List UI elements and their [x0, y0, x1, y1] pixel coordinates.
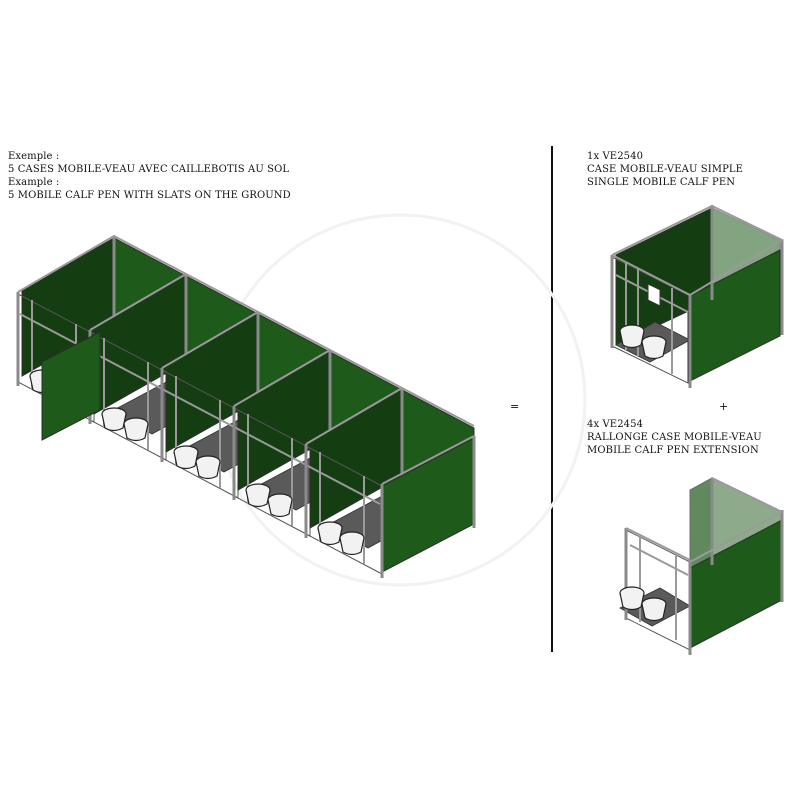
- bucket-body: [123, 423, 149, 442]
- pen-top-rail: [17, 234, 187, 293]
- pen-top-rail: [305, 386, 475, 445]
- right-top-line-3: SINGLE MOBILE CALF PEN: [587, 177, 736, 188]
- bucket-body: [267, 499, 293, 518]
- left-caption-line-3: Example :: [8, 177, 60, 188]
- right-bottom-line-1: 4x VE2454: [587, 419, 644, 430]
- bucket-body: [245, 489, 271, 508]
- end-rail: [381, 435, 475, 485]
- right-bottom-line-2: RALLONGE CASE MOBILE-VEAU: [587, 432, 762, 443]
- left-caption-line-1: Exemple :: [8, 151, 60, 162]
- bucket-body: [195, 461, 221, 480]
- left-caption-line-2: 5 CASES MOBILE-VEAU AVEC CAILLEBOTIS AU …: [8, 164, 290, 175]
- five-pen-row: [16, 234, 476, 578]
- pen-top-rail: [233, 348, 403, 407]
- plus-sign: +: [719, 400, 729, 413]
- bucket-body: [339, 537, 365, 556]
- open-door-panel: [41, 331, 101, 441]
- pen-top-rail: [89, 272, 259, 331]
- vertical-divider: [551, 146, 553, 652]
- bucket-body: [317, 527, 343, 546]
- single-pen: [610, 204, 785, 388]
- right-top-line-2: CASE MOBILE-VEAU SIMPLE: [587, 164, 744, 175]
- pen-top-rail: [161, 310, 331, 369]
- right-top-line-1: 1x VE2540: [587, 151, 644, 162]
- extension-pen: [619, 477, 785, 655]
- right-bottom-line-3: MOBILE CALF PEN EXTENSION: [587, 445, 759, 456]
- bucket-body: [173, 451, 199, 470]
- equals-sign: =: [510, 400, 520, 413]
- bucket-body: [101, 413, 127, 432]
- left-caption-line-4: 5 MOBILE CALF PEN WITH SLATS ON THE GROU…: [8, 190, 291, 201]
